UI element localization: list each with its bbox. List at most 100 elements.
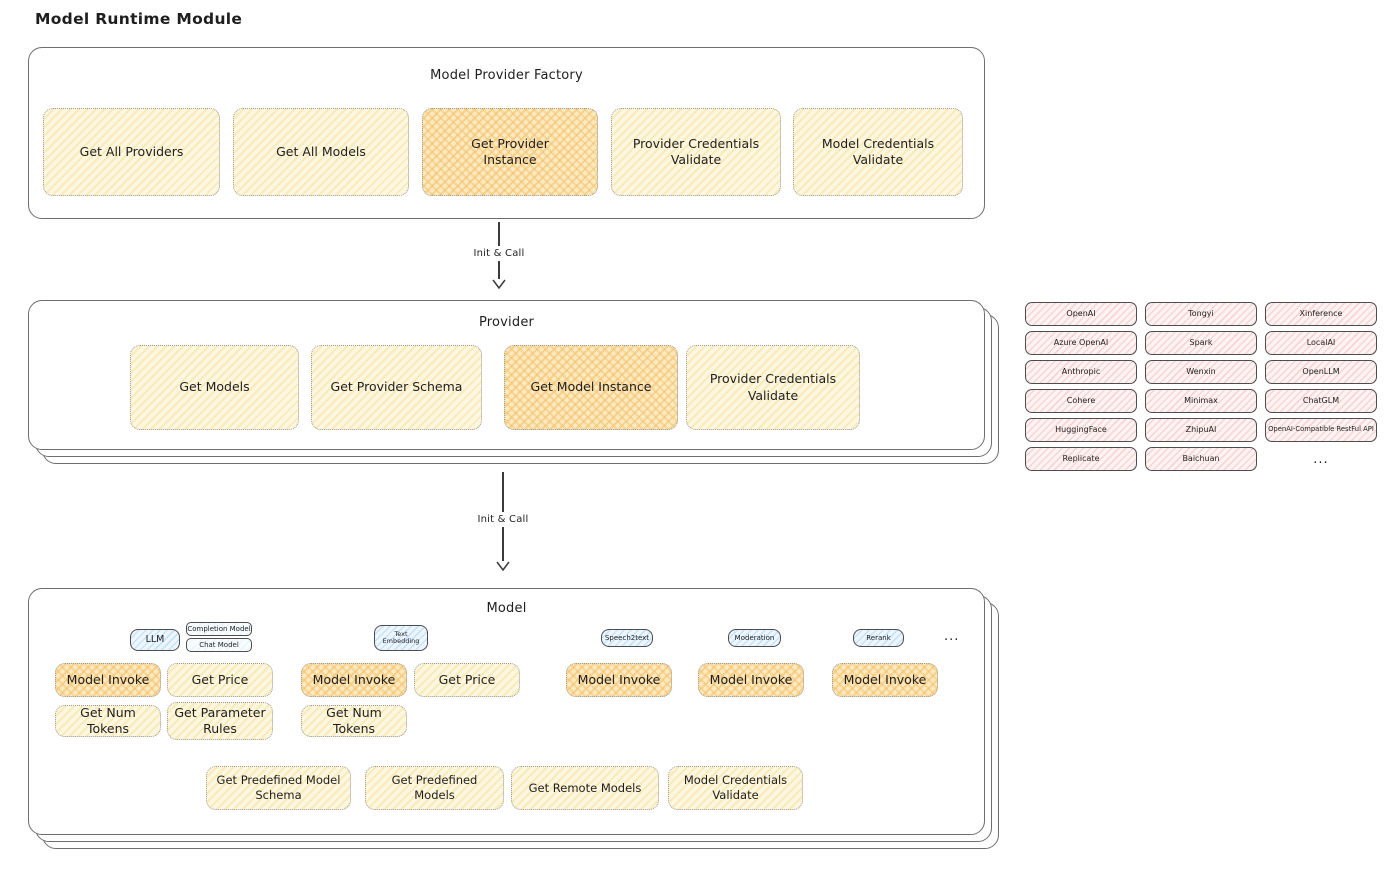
factory-card: Model Provider Factory Get All Providers…	[28, 47, 985, 219]
provider-name: ZhipuAI	[1185, 425, 1217, 435]
shape-label: Get Parameter Rules	[174, 704, 266, 736]
provider-list-ellipsis: ...	[1313, 451, 1329, 467]
tab-label: Moderation	[734, 633, 775, 642]
tab-llm: LLM	[130, 629, 180, 651]
shape-label: Get Provider Schema	[330, 379, 463, 395]
provider-zhipuai: ZhipuAI	[1145, 418, 1257, 442]
shape-get-predefined-models: Get Predefined Models	[365, 766, 504, 810]
provider-title: Provider	[478, 315, 535, 330]
shape-model-invoke-text-embedding: Model Invoke	[301, 663, 407, 697]
shape-label: Model Invoke	[312, 671, 396, 687]
model-title: Model	[486, 601, 527, 616]
shape-label: Get Predefined Models	[391, 773, 478, 802]
tab-label: LLM	[145, 633, 165, 645]
provider-openllm: OpenLLM	[1265, 360, 1377, 384]
shape-label: Model Credentials Validate	[821, 135, 935, 167]
shape-provider-credentials-validate: Provider Credentials Validate	[611, 108, 781, 196]
tab-completion-model: Completion Model	[186, 622, 252, 636]
provider-name: Spark	[1189, 338, 1213, 348]
provider-name: Minimax	[1184, 396, 1218, 406]
shape-get-price-text-embedding: Get Price	[414, 663, 520, 697]
shape-label: Provider Credentials Validate	[632, 135, 760, 167]
arrow-init-call-1: Init & Call	[459, 222, 539, 289]
shape-label: Get Provider Instance	[471, 135, 549, 167]
provider-list-column-3: Xinference LocalAI OpenLLM ChatGLM OpenA…	[1265, 302, 1377, 471]
shape-model-invoke-speech2text: Model Invoke	[566, 663, 672, 697]
shape-label: Get All Models	[276, 143, 366, 159]
provider-name: OpenAI	[1066, 309, 1096, 319]
provider-name: HuggingFace	[1055, 425, 1107, 435]
shape-get-all-models: Get All Models	[233, 108, 409, 196]
tab-moderation: Moderation	[728, 629, 781, 647]
shape-label: Get Remote Models	[528, 780, 642, 795]
provider-name: Replicate	[1062, 454, 1100, 464]
shape-label: Get Models	[179, 379, 250, 395]
shape-model-invoke-llm: Model Invoke	[55, 663, 161, 697]
arrow-line	[502, 472, 504, 512]
shape-label: Get Num Tokens	[326, 704, 382, 736]
provider-card: Provider Get Models Get Provider Schema …	[28, 300, 985, 450]
provider-cohere: Cohere	[1025, 389, 1137, 413]
tab-text-embedding: Text Embedding	[374, 625, 428, 651]
shape-label: Get Model Instance	[530, 379, 652, 395]
provider-name: Azure OpenAI	[1053, 338, 1109, 348]
shape-model-credentials-validate-2: Model Credentials Validate	[668, 766, 803, 810]
shape-label: Model Invoke	[66, 671, 150, 687]
provider-name: OpenAI-Compatible RestFul API	[1268, 425, 1374, 434]
provider-name: Wenxin	[1186, 367, 1216, 377]
provider-name: OpenLLM	[1302, 367, 1340, 377]
shape-get-models: Get Models	[130, 345, 299, 430]
provider-xinference: Xinference	[1265, 302, 1377, 326]
shape-get-provider-instance: Get Provider Instance	[422, 108, 598, 196]
provider-baichuan: Baichuan	[1145, 447, 1257, 471]
provider-name: Cohere	[1066, 396, 1096, 406]
arrowhead-down-icon	[492, 279, 506, 289]
arrow-line	[502, 527, 504, 561]
arrow-label: Init & Call	[477, 514, 529, 525]
shape-get-num-tokens-text-embedding: Get Num Tokens	[301, 705, 407, 737]
shape-label: Get Price	[191, 671, 249, 687]
shape-model-invoke-moderation: Model Invoke	[698, 663, 804, 697]
factory-title: Model Provider Factory	[430, 68, 583, 83]
provider-spark: Spark	[1145, 331, 1257, 355]
tab-chat-model: Chat Model	[186, 638, 252, 652]
arrow-line	[498, 261, 500, 279]
tab-rerank: Rerank	[853, 629, 904, 647]
shape-label: Model Invoke	[577, 671, 661, 687]
arrow-label: Init & Call	[473, 248, 525, 259]
shape-get-predefined-model-schema: Get Predefined Model Schema	[206, 766, 351, 810]
shape-model-credentials-validate: Model Credentials Validate	[793, 108, 963, 196]
provider-name: Xinference	[1299, 309, 1343, 319]
shape-get-price-llm: Get Price	[167, 663, 273, 697]
provider-name: Tongyi	[1188, 309, 1214, 319]
diagram-title: Model Runtime Module	[35, 10, 243, 28]
tab-speech2text: Speech2text	[601, 629, 653, 647]
provider-azure-openai: Azure OpenAI	[1025, 331, 1137, 355]
arrowhead-down-icon	[496, 561, 510, 571]
tabs-ellipsis: ...	[944, 629, 960, 644]
shape-label: Provider Credentials Validate	[709, 371, 837, 403]
model-card: Model LLM Completion Model Chat Model Te…	[28, 588, 985, 835]
shape-label: Get Predefined Model Schema	[216, 773, 341, 802]
provider-name: LocalAI	[1306, 338, 1336, 348]
shape-label: Model Credentials Validate	[683, 773, 788, 802]
tab-label: Text Embedding	[382, 629, 420, 645]
tab-label: Completion Model	[187, 625, 251, 633]
shape-get-num-tokens-llm: Get Num Tokens	[55, 705, 161, 737]
provider-list-column-1: OpenAI Azure OpenAI Anthropic Cohere Hug…	[1025, 302, 1137, 471]
shape-get-all-providers: Get All Providers	[43, 108, 220, 196]
shape-get-provider-schema: Get Provider Schema	[311, 345, 482, 430]
tab-label: Speech2text	[604, 633, 650, 642]
provider-openai: OpenAI	[1025, 302, 1137, 326]
provider-localai: LocalAI	[1265, 331, 1377, 355]
tab-label: Chat Model	[199, 641, 239, 649]
provider-minimax: Minimax	[1145, 389, 1257, 413]
shape-model-invoke-rerank: Model Invoke	[832, 663, 938, 697]
shape-label: Model Invoke	[709, 671, 793, 687]
provider-list-column-2: Tongyi Spark Wenxin Minimax ZhipuAI Baic…	[1145, 302, 1257, 471]
provider-chatglm: ChatGLM	[1265, 389, 1377, 413]
shape-label: Get Price	[438, 671, 496, 687]
provider-name: Anthropic	[1061, 367, 1101, 377]
provider-wenxin: Wenxin	[1145, 360, 1257, 384]
